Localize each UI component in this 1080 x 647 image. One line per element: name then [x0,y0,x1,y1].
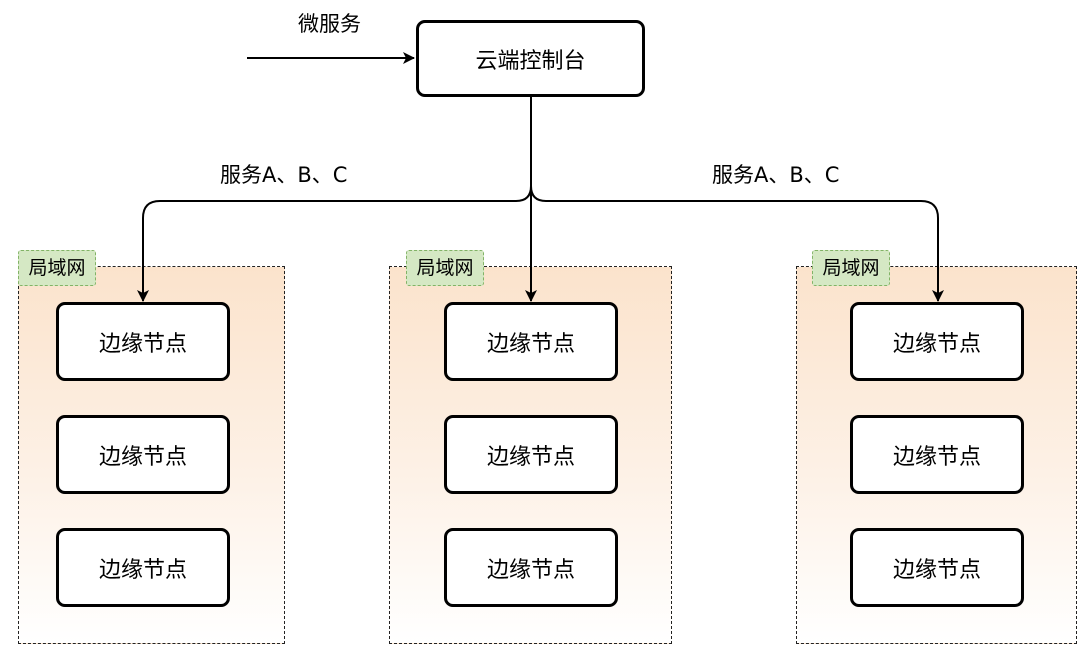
branch-label-left: 服务A、B、C [220,163,348,187]
edge-node-label: 边缘节点 [486,444,575,470]
edge-node[interactable]: 边缘节点 [56,415,230,494]
edge-node-label: 边缘节点 [98,557,187,583]
edge-node-label: 边缘节点 [486,557,575,583]
lan-tag-2: 局域网 [406,250,484,286]
lan-tag-1: 局域网 [18,250,96,286]
branch-label-right: 服务A、B、C [712,163,840,187]
edge-node-label: 边缘节点 [486,331,575,357]
lan-tag-3: 局域网 [812,250,890,286]
edge-node[interactable]: 边缘节点 [850,302,1024,381]
edge-node[interactable]: 边缘节点 [444,528,618,607]
edge-node[interactable]: 边缘节点 [56,302,230,381]
edge-node-label: 边缘节点 [98,331,187,357]
edge-node[interactable]: 边缘节点 [56,528,230,607]
incoming-label: 微服务 [298,12,361,36]
edge-node[interactable]: 边缘节点 [444,302,618,381]
edge-node[interactable]: 边缘节点 [850,415,1024,494]
edge-node-label: 边缘节点 [892,331,981,357]
edge-node[interactable]: 边缘节点 [444,415,618,494]
edge-node-label: 边缘节点 [98,444,187,470]
edge-node-label: 边缘节点 [892,444,981,470]
cloud-console-label: 云端控制台 [475,48,586,74]
cloud-console-node[interactable]: 云端控制台 [416,20,645,97]
edge-node-label: 边缘节点 [892,557,981,583]
edge-node[interactable]: 边缘节点 [850,528,1024,607]
